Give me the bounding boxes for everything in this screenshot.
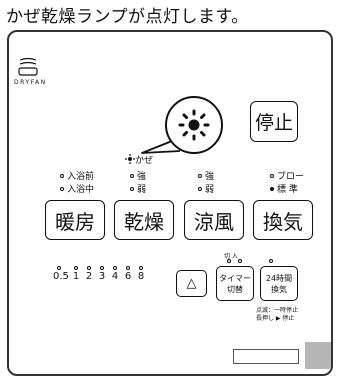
timer-lamp <box>126 266 130 270</box>
vent-24h-lamp <box>269 259 273 263</box>
timer-lamp <box>100 266 104 270</box>
label-before-bath: 入浴前 <box>60 169 94 182</box>
timer-switch-line2: 切替 <box>227 284 243 294</box>
caption: かぜ乾燥ランプが点灯します。 <box>6 7 249 27</box>
kaze-label: かぜ <box>135 156 154 166</box>
timer-value: 4 <box>111 271 119 282</box>
timer-value: 0.5 <box>53 271 69 282</box>
kaze-indicator: かぜ <box>125 153 153 166</box>
brand-name: DRYFAN <box>14 79 47 86</box>
label-cool-strong: 強 <box>198 169 214 182</box>
drying-button[interactable]: 乾燥 <box>114 200 174 240</box>
label-cool-weak: 弱 <box>198 182 214 195</box>
onoff-label: 切 入 <box>224 253 238 260</box>
up-arrow-button[interactable]: △ <box>176 270 207 297</box>
lamp-dot <box>198 174 202 178</box>
ventilation-button[interactable]: 換気 <box>253 200 313 240</box>
timer-lamp <box>139 266 143 270</box>
off-lamp <box>227 259 231 263</box>
lamp-dot <box>130 174 134 178</box>
heating-button[interactable]: 暖房 <box>45 200 105 240</box>
timer-switch-button[interactable]: タイマー 切替 <box>216 266 254 301</box>
dryfan-logo-icon <box>18 57 38 76</box>
timer-value: 6 <box>124 271 132 282</box>
label-blow: ブロー <box>270 169 304 182</box>
timer-lamp <box>87 266 91 270</box>
stop-button[interactable]: 停止 <box>250 101 298 142</box>
timer-value: 1 <box>72 271 80 282</box>
label-during-bath: 入浴中 <box>60 182 94 195</box>
lamp-dot-lit <box>270 187 274 191</box>
lamp-dot <box>130 187 134 191</box>
lamp-dot <box>60 187 64 191</box>
label-standard: 標 準 <box>270 182 298 195</box>
timer-lamp <box>74 266 78 270</box>
sun-lamp-icon <box>178 109 210 141</box>
note-blink: 点滅：一時停止 <box>256 307 299 314</box>
timer-switch-line1: タイマー <box>219 273 251 283</box>
grey-sensor-square <box>305 342 331 369</box>
label-dry-strong: 強 <box>130 169 146 182</box>
timer-value: 2 <box>85 271 93 282</box>
receiver-window <box>233 349 299 364</box>
cooling-button[interactable]: 涼風 <box>184 200 244 240</box>
kaze-lamp-zoom <box>165 96 223 154</box>
timer-lamp <box>113 266 117 270</box>
lamp-dot <box>60 174 64 178</box>
note-long-press: 長押し ▶ 停止 <box>256 315 295 322</box>
lamp-dot <box>270 174 274 178</box>
vent-24h-button[interactable]: 24時間 換気 <box>260 266 298 301</box>
on-lamp <box>238 259 242 263</box>
timer-value: 8 <box>137 271 145 282</box>
timer-value: 3 <box>98 271 106 282</box>
vent-24h-line1: 24時間 <box>265 273 293 283</box>
lamp-dot <box>198 187 202 191</box>
label-dry-weak: 弱 <box>130 182 146 195</box>
kaze-sun-icon <box>125 154 135 164</box>
vent-24h-line2: 換気 <box>271 284 287 294</box>
timer-lamp <box>57 266 61 270</box>
control-panel <box>7 30 333 376</box>
